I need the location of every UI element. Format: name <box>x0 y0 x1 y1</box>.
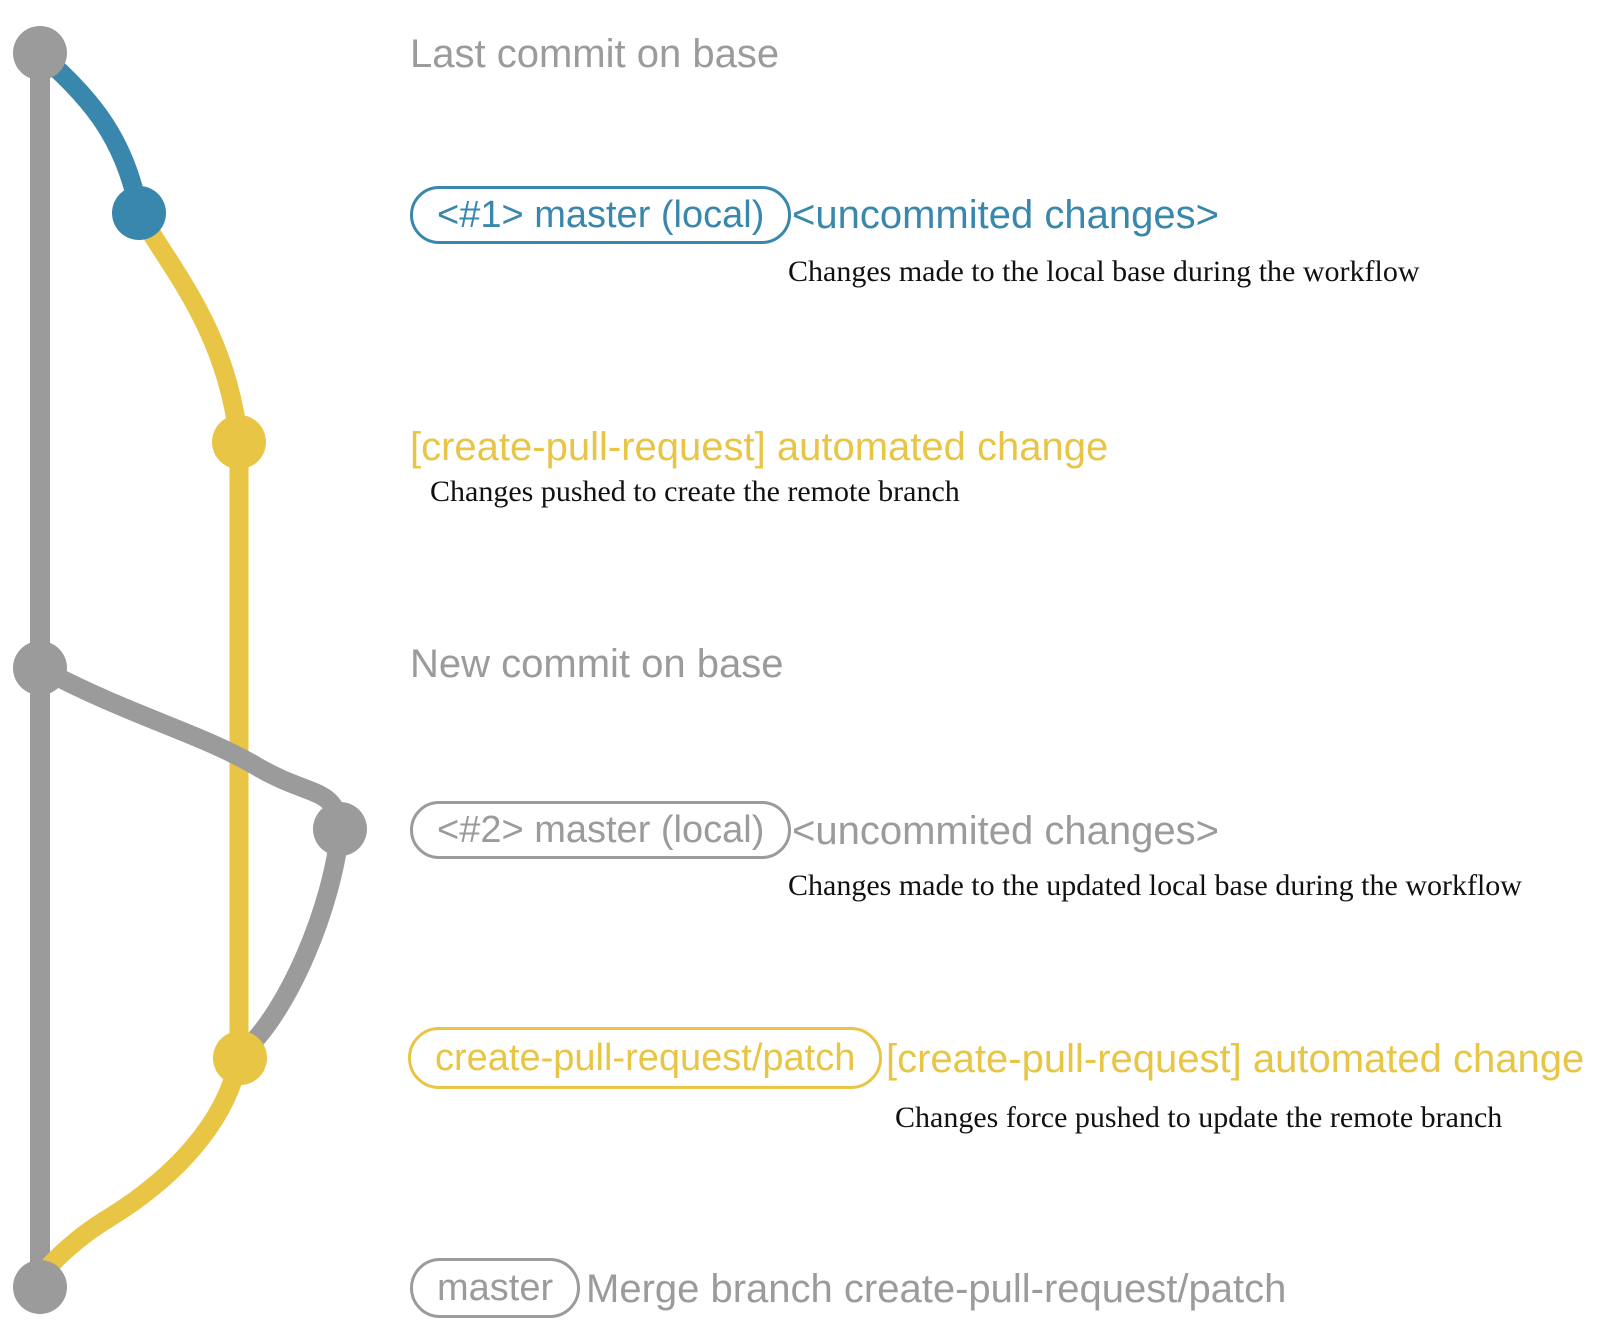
force-push-line <box>234 819 350 1061</box>
description-push-1: Changes pushed to create the remote bran… <box>430 475 960 508</box>
commit-dot-new-base <box>13 641 67 695</box>
description-push-2: Changes force pushed to update the remot… <box>895 1101 1503 1134</box>
branch-pill-master: master <box>410 1258 581 1318</box>
commit-dot-uncommited-2 <box>313 802 367 856</box>
description-local-changes-1: Changes made to the local base during th… <box>788 255 1420 288</box>
label-new-commit-on-base: New commit on base <box>410 642 784 686</box>
commit-message-merge: Merge branch create-pull-request/patch <box>586 1267 1287 1311</box>
commit-dot-last-base <box>13 26 67 80</box>
label-last-commit-on-base: Last commit on base <box>410 32 780 76</box>
local-changes-2-line <box>30 658 350 839</box>
description-local-changes-2: Changes made to the updated local base d… <box>788 869 1522 902</box>
commit-dot-merge <box>13 1260 67 1314</box>
commit-message-automated-change-1: [create-pull-request] automated change <box>410 425 1109 469</box>
local-changes-1-line <box>30 43 149 223</box>
commit-dot-push-2 <box>213 1031 267 1085</box>
annotation-uncommited-changes-1: <uncommited changes> <box>792 193 1219 237</box>
merge-line <box>32 1048 249 1285</box>
branch-pill-master-local-1: <#1> master (local) <box>410 186 792 244</box>
branch-pill-master-local-2: <#2> master (local) <box>410 801 792 859</box>
commit-dot-uncommited-1 <box>112 186 166 240</box>
patch-branch-create-line <box>129 203 249 452</box>
annotation-uncommited-changes-2: <uncommited changes> <box>792 809 1219 853</box>
commit-dot-push-1 <box>212 415 266 469</box>
branch-pill-create-pull-request-patch: create-pull-request/patch <box>408 1027 883 1089</box>
commit-message-automated-change-2: [create-pull-request] automated change <box>886 1037 1585 1081</box>
